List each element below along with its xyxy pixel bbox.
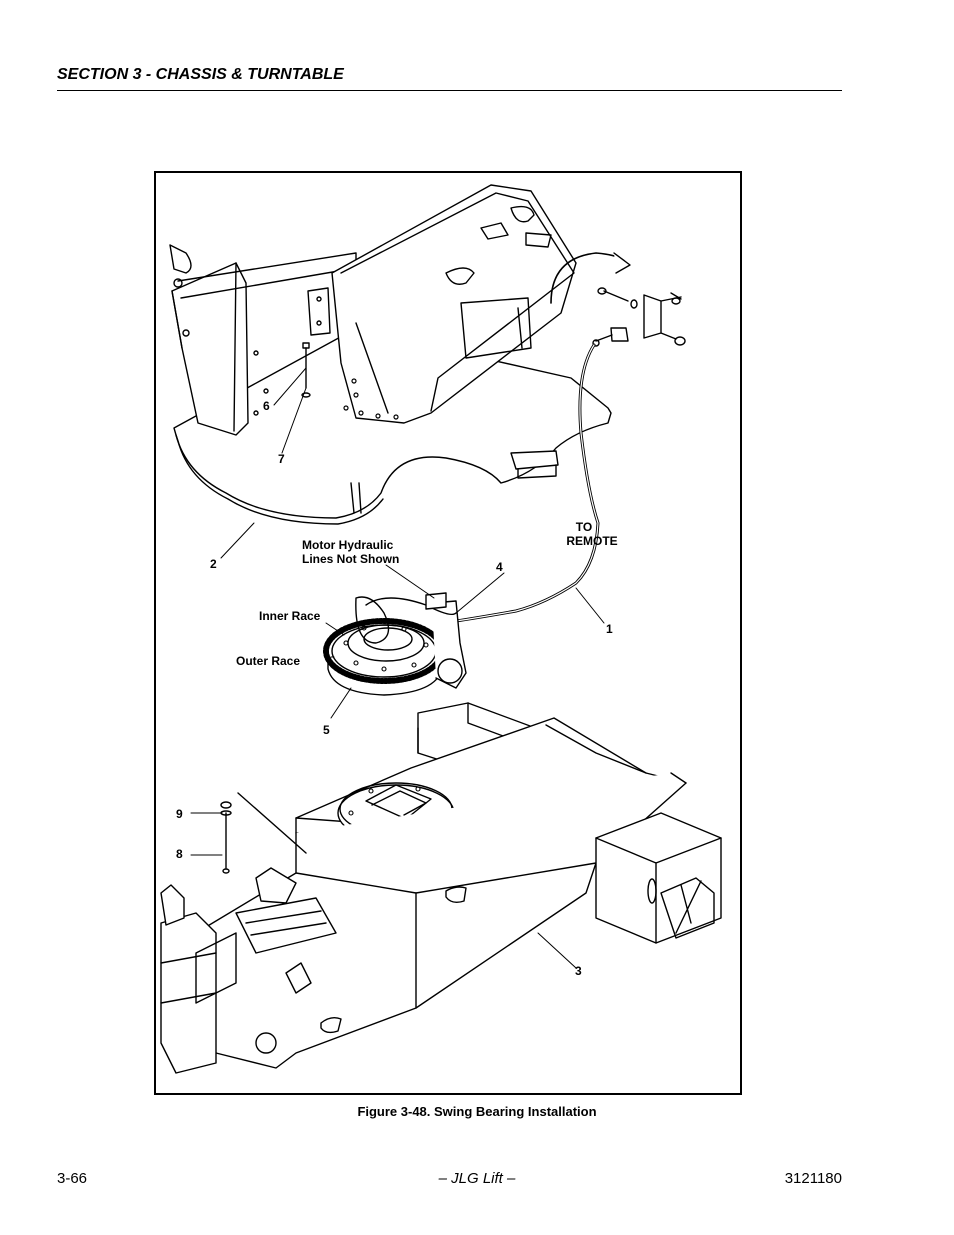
label-callout-6: 6 [263, 399, 270, 413]
label-outer-race: Outer Race [236, 654, 300, 668]
label-remote: REMOTE [566, 534, 617, 548]
label-callout-7: 7 [278, 452, 285, 466]
leader-lines [190, 367, 605, 969]
label-callout-2: 2 [210, 557, 217, 571]
swing-bearing-drawing [323, 592, 467, 696]
header-rule [57, 90, 842, 91]
swing-bearing-illustration: TO REMOTE Motor Hydraulic Lines Not Show… [160, 184, 722, 1074]
remote-fittings-drawing [454, 287, 686, 623]
section-title: SECTION 3 - CHASSIS & TURNTABLE [57, 66, 344, 83]
label-motor-line1: Motor Hydraulic [302, 538, 394, 552]
label-callout-8: 8 [176, 847, 183, 861]
label-callout-1: 1 [606, 622, 613, 636]
turntable-drawing [169, 184, 631, 525]
label-callout-5: 5 [323, 723, 330, 737]
label-callout-3: 3 [575, 964, 582, 978]
label-callout-4: 4 [496, 560, 503, 574]
page-number: 3-66 [57, 1170, 88, 1187]
label-motor-line2: Lines Not Shown [302, 552, 399, 566]
document-number: 3121180 [784, 1170, 842, 1187]
label-inner-race: Inner Race [259, 609, 321, 623]
publisher-footer: – JLG Lift – [438, 1170, 516, 1187]
figure-labels: TO REMOTE Motor Hydraulic Lines Not Show… [176, 399, 618, 978]
figure-caption: Figure 3-48. Swing Bearing Installation [357, 1104, 597, 1119]
figure-frame: TO REMOTE Motor Hydraulic Lines Not Show… [154, 171, 742, 1095]
chassis-drawing [160, 702, 722, 1074]
label-to: TO [576, 520, 592, 534]
label-callout-9: 9 [176, 807, 183, 821]
